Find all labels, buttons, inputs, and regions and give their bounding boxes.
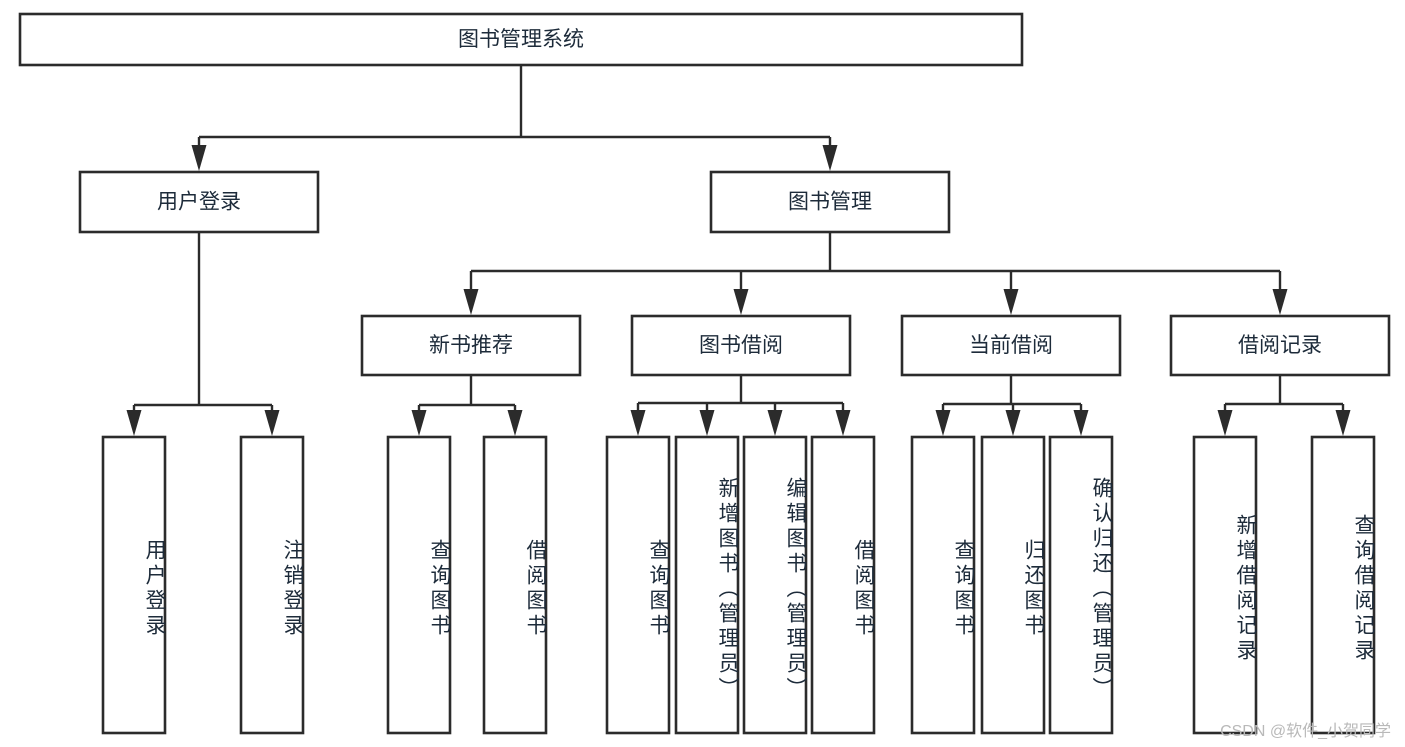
connector-borrow-record-to-leaves	[1217, 375, 1351, 436]
leaf-bb-add-book[interactable]	[674, 435, 740, 735]
node-rect[interactable]	[742, 435, 808, 735]
node-borrow-record[interactable]: 借阅记录	[1169, 314, 1391, 377]
node-rect[interactable]	[709, 170, 951, 234]
leaf-br-query-record[interactable]	[1310, 435, 1376, 735]
arrow-head-icon	[699, 410, 715, 436]
leaf-nb-borrow-book[interactable]	[482, 435, 548, 735]
node-label: 当前借阅	[969, 334, 1053, 357]
arrow-head-icon	[507, 410, 523, 436]
arrow-head-icon	[126, 410, 142, 436]
node-hit-user-login[interactable]	[80, 172, 318, 232]
node-rect[interactable]	[674, 435, 740, 735]
leaf-br-add-record[interactable]	[1192, 435, 1258, 735]
node-hit-book-borrow[interactable]	[632, 316, 850, 375]
connector-book-borrow-to-leaves	[630, 375, 851, 436]
node-hit-leaf-user-logout[interactable]	[241, 437, 303, 733]
arrow-head-icon	[767, 410, 783, 436]
node-book-manage[interactable]: 图书管理	[709, 170, 951, 234]
arrow-head-icon	[191, 145, 207, 171]
node-hit-bb-add-book[interactable]	[676, 437, 738, 733]
node-new-book-rec[interactable]: 新书推荐	[360, 314, 582, 377]
arrow-head-icon	[411, 410, 427, 436]
arrow-head-icon	[1272, 289, 1288, 315]
arrow-head-icon	[1005, 410, 1021, 436]
leaf-bb-query-book[interactable]	[605, 435, 671, 735]
leaf-nb-query-book[interactable]	[386, 435, 452, 735]
arrow-head-icon	[822, 145, 838, 171]
node-user-login[interactable]: 用户登录	[78, 170, 320, 234]
node-rect[interactable]	[605, 435, 671, 735]
connector-book-manage-to-level2	[463, 232, 1288, 315]
node-rect[interactable]	[386, 435, 452, 735]
connector-user-login-to-leaves	[126, 232, 280, 436]
node-rect[interactable]	[239, 435, 305, 735]
node-label: 图书借阅	[699, 334, 783, 357]
node-rect[interactable]	[101, 435, 167, 735]
node-hit-nb-borrow-book[interactable]	[484, 437, 546, 733]
node-hit-br-add-record[interactable]	[1194, 437, 1256, 733]
leaf-leaf-user-login[interactable]	[101, 435, 167, 735]
arrow-head-icon	[1073, 410, 1089, 436]
node-hit-current-borrow[interactable]	[902, 316, 1120, 375]
node-hit-bb-edit-book[interactable]	[744, 437, 806, 733]
node-rect[interactable]	[482, 435, 548, 735]
node-hit-root[interactable]	[20, 14, 1022, 65]
node-label: 新书推荐	[429, 334, 513, 357]
arrow-head-icon	[835, 410, 851, 436]
node-hit-nb-query-book[interactable]	[388, 437, 450, 733]
node-rect[interactable]	[1048, 435, 1114, 735]
node-hit-br-query-record[interactable]	[1312, 437, 1374, 733]
node-label: 借阅记录	[1238, 334, 1322, 357]
arrow-head-icon	[1217, 410, 1233, 436]
node-rect[interactable]	[980, 435, 1046, 735]
node-hit-bb-borrow-book[interactable]	[812, 437, 874, 733]
connector-current-borrow-to-leaves	[935, 375, 1089, 436]
node-label: 图书管理系统	[458, 28, 584, 51]
node-rect[interactable]	[910, 435, 976, 735]
arrow-head-icon	[630, 410, 646, 436]
connector-new-book-rec-to-leaves	[411, 375, 523, 436]
arrow-head-icon	[1003, 289, 1019, 315]
arrow-head-icon	[935, 410, 951, 436]
arrow-head-icon	[264, 410, 280, 436]
leaf-bb-edit-book[interactable]	[742, 435, 808, 735]
connector-root-to-level1	[191, 65, 838, 171]
node-label: 图书管理	[788, 191, 872, 214]
node-hit-borrow-record[interactable]	[1171, 316, 1389, 375]
node-current-borrow[interactable]: 当前借阅	[900, 314, 1122, 377]
leaf-leaf-user-logout[interactable]	[239, 435, 305, 735]
node-rect[interactable]	[630, 314, 852, 377]
node-hit-cb-query-book[interactable]	[912, 437, 974, 733]
node-root[interactable]: 图书管理系统	[18, 12, 1024, 67]
node-hit-new-book-rec[interactable]	[362, 316, 580, 375]
leaf-cb-confirm-return[interactable]	[1048, 435, 1114, 735]
node-rect[interactable]	[18, 12, 1024, 67]
node-hit-cb-return-book[interactable]	[982, 437, 1044, 733]
node-hit-book-manage[interactable]	[711, 172, 949, 232]
arrow-head-icon	[1335, 410, 1351, 436]
node-hit-bb-query-book[interactable]	[607, 437, 669, 733]
node-rect[interactable]	[810, 435, 876, 735]
node-label: 用户登录	[157, 191, 241, 214]
node-book-borrow[interactable]: 图书借阅	[630, 314, 852, 377]
node-rect[interactable]	[1169, 314, 1391, 377]
node-hit-cb-confirm-return[interactable]	[1050, 437, 1112, 733]
arrow-head-icon	[733, 289, 749, 315]
node-hit-leaf-user-login[interactable]	[103, 437, 165, 733]
node-rect[interactable]	[1310, 435, 1376, 735]
node-rect[interactable]	[1192, 435, 1258, 735]
node-rect[interactable]	[78, 170, 320, 234]
arrow-head-icon	[463, 289, 479, 315]
node-rect[interactable]	[360, 314, 582, 377]
leaf-cb-return-book[interactable]	[980, 435, 1046, 735]
leaf-bb-borrow-book[interactable]	[810, 435, 876, 735]
node-rect[interactable]	[900, 314, 1122, 377]
leaf-cb-query-book[interactable]	[910, 435, 976, 735]
